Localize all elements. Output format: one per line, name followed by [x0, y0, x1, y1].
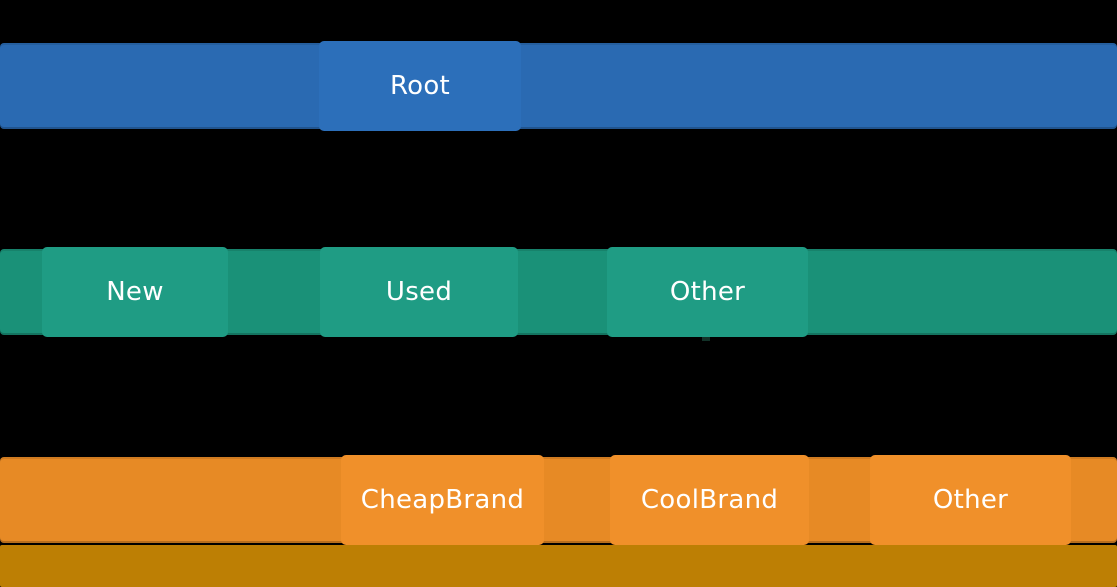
node-label: CoolBrand — [640, 485, 779, 515]
node-other[interactable]: Other — [870, 455, 1071, 545]
connector-stub — [702, 337, 710, 341]
root-level-band — [0, 43, 1117, 129]
node-label: Other — [932, 485, 1009, 515]
node-label: Used — [385, 277, 453, 307]
node-new[interactable]: New — [42, 247, 228, 337]
node-coolbrand[interactable]: CoolBrand — [610, 455, 809, 545]
leaf-strip — [0, 545, 1117, 587]
node-label: Other — [669, 277, 746, 307]
node-label: New — [106, 277, 164, 307]
node-used[interactable]: Used — [320, 247, 518, 337]
node-label: Root — [389, 71, 451, 101]
node-root[interactable]: Root — [319, 41, 521, 131]
node-cheapbrand[interactable]: CheapBrand — [341, 455, 544, 545]
node-other[interactable]: Other — [607, 247, 808, 337]
node-label: CheapBrand — [360, 485, 525, 515]
